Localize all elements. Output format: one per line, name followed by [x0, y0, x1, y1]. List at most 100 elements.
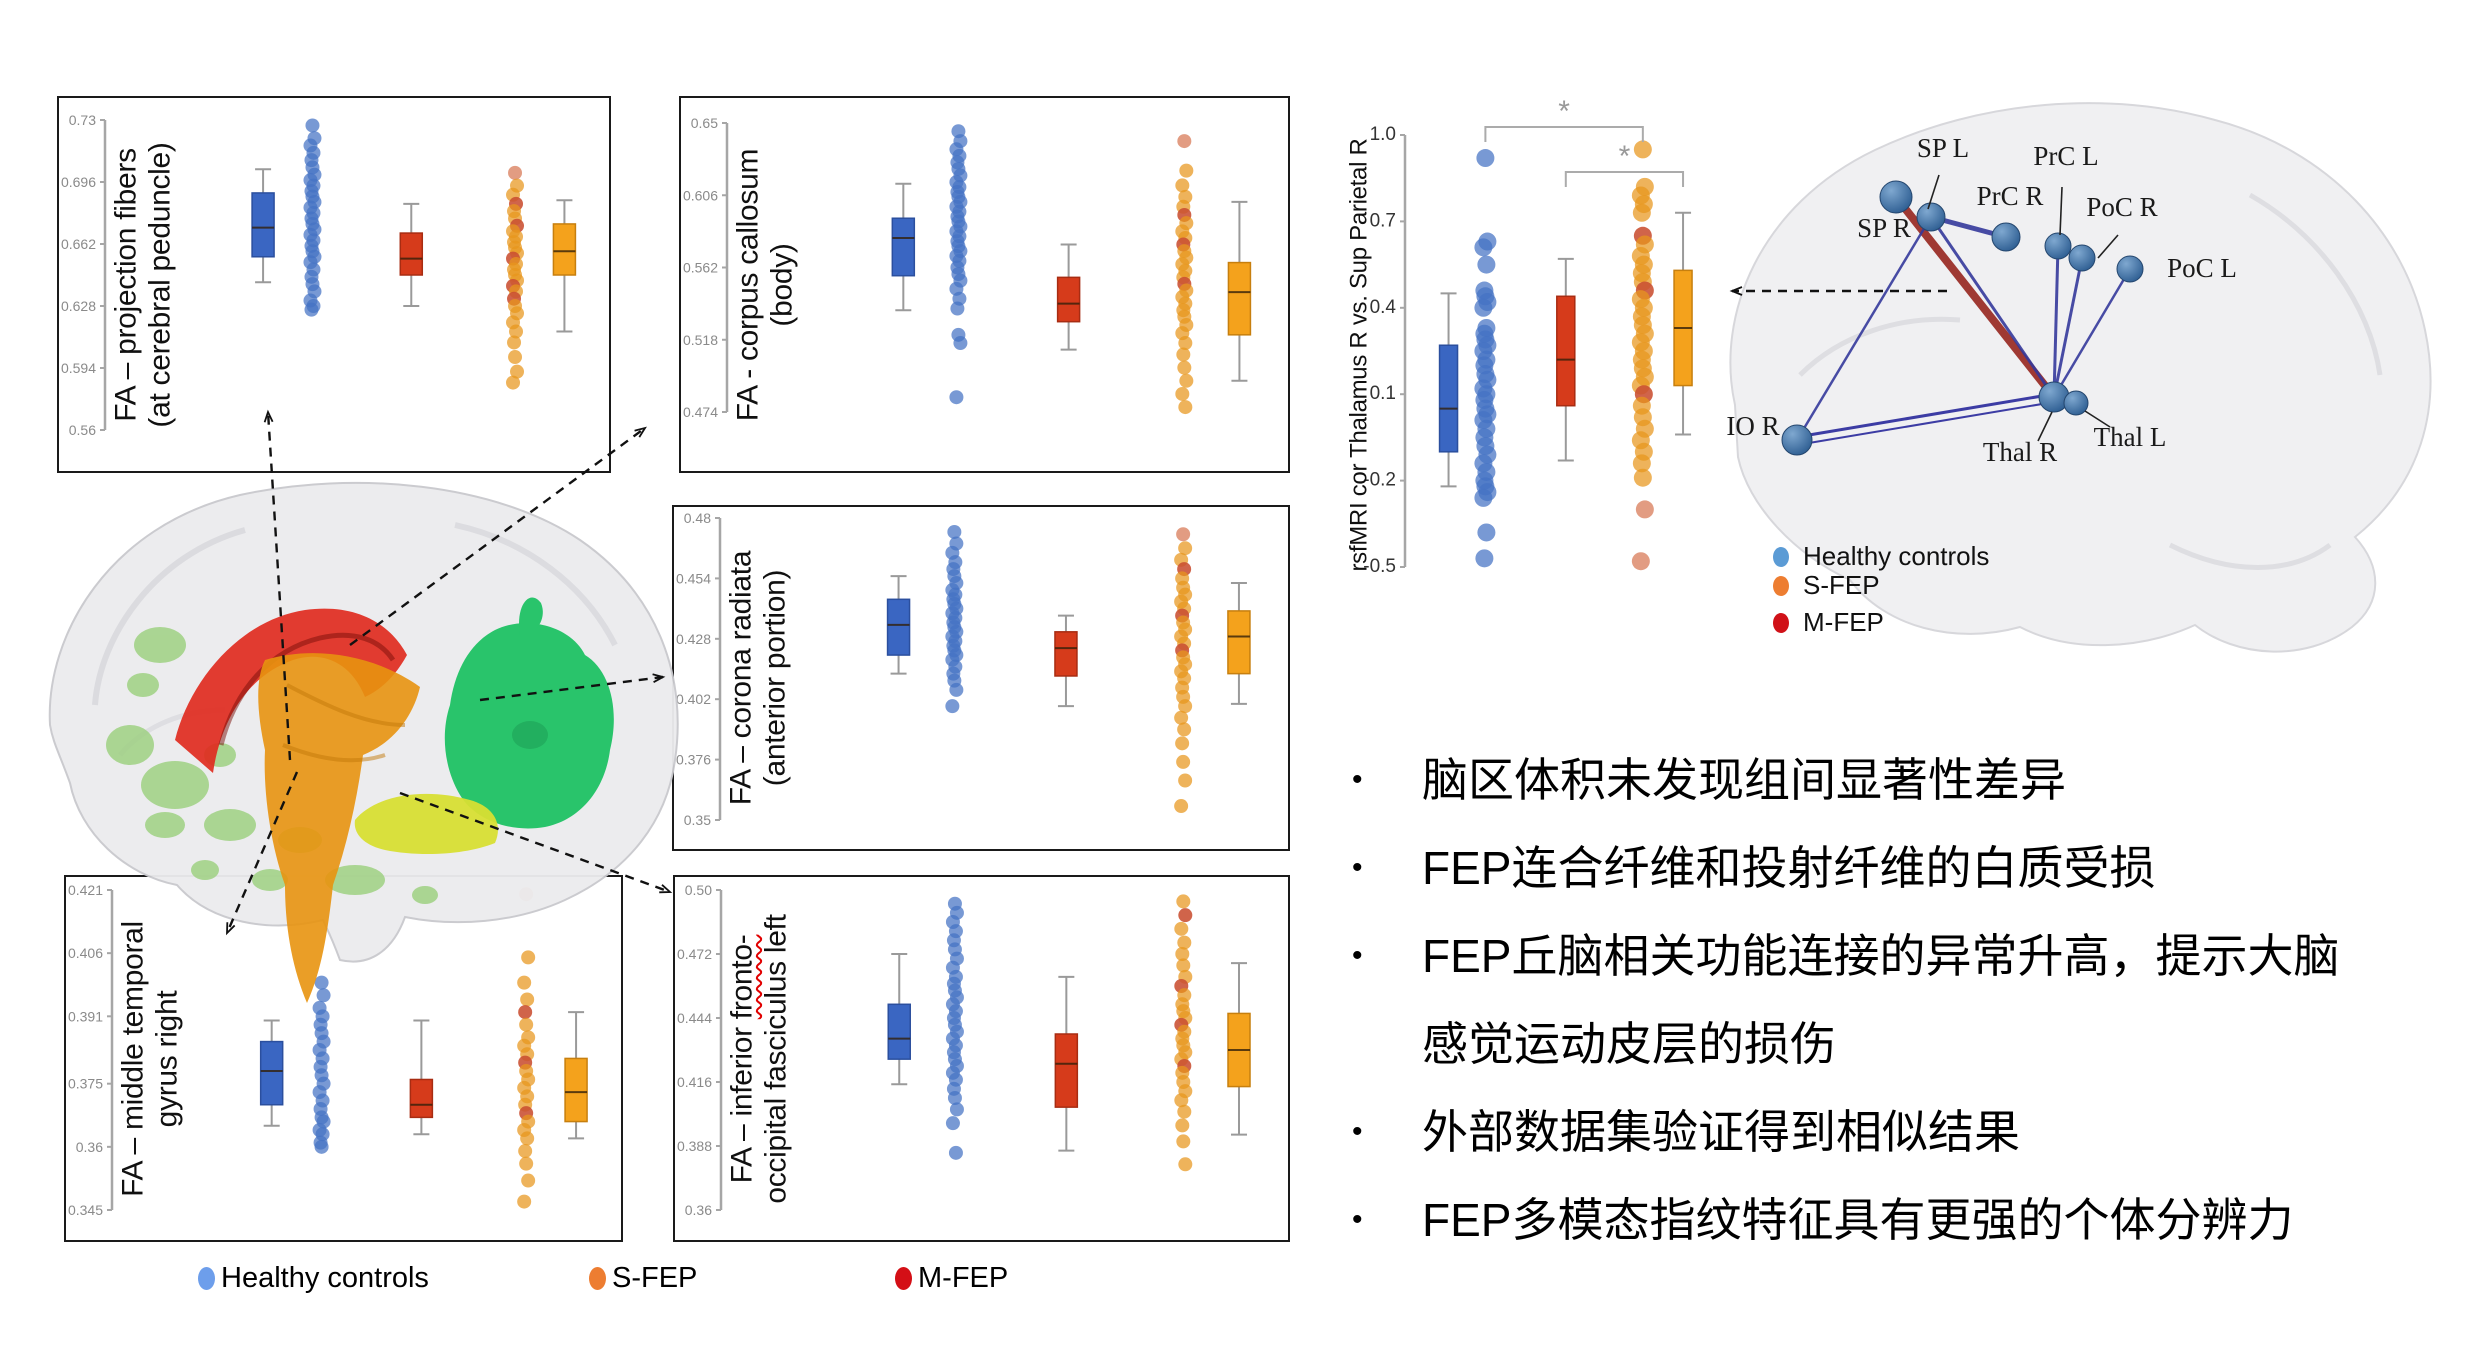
findings-list: •脑区体积未发现组间显著性差异 • FEP连合纤维和投射纤维的白质受损 • FEP丘脑相…: [1338, 736, 2466, 1264]
finding-text: FEP多模态指纹特征具有更强的个体分辨力: [1422, 1194, 2294, 1246]
healthy-controls-box: [251, 168, 275, 284]
bullet-marker: •: [1352, 1203, 1363, 1236]
m-fep-box: [1054, 975, 1079, 1152]
y-tick-label: 0.454: [676, 570, 711, 586]
healthy-controls-box: [1438, 292, 1459, 488]
y-tick-label: 0.472: [677, 946, 712, 962]
spellcheck-underlined-word: fronto-: [725, 934, 759, 1019]
s-fep-points: [517, 887, 536, 1209]
connectivity-nodes: [1781, 180, 2144, 456]
finding-text: FEP连合纤维和投射纤维的白质受损: [1422, 842, 2156, 894]
healthy-controls-box: [259, 1019, 284, 1127]
s-fep-box: [1227, 200, 1252, 382]
legend-bottom: Healthy controls S-FEP M-FEP: [0, 1262, 1290, 1322]
node-label-ThalL: Thal L: [2094, 422, 2167, 452]
y-tick-label: 0.474: [683, 404, 718, 420]
edge-PoCL-ThalR: [2052, 268, 2132, 398]
significance-bracket: *: [1564, 140, 1685, 187]
edge-PoCR-ThalR: [2052, 257, 2084, 398]
y-tick-label: 0.421: [68, 882, 103, 898]
legend-item-m-fep: M-FEP: [895, 1262, 1008, 1295]
significance-star: *: [1558, 95, 1570, 128]
y-tick-label: 0.696: [61, 174, 96, 190]
tract-orange-projection-fibers: [258, 653, 420, 1003]
connectivity-brain-silhouette: [1729, 102, 2432, 653]
finding-text: FEP丘脑相关功能连接的异常升高，提示大脑感觉运动皮层的损伤: [1422, 930, 2340, 1070]
finding-bullet: •脑区体积未发现组间显著性差异: [1338, 736, 2466, 824]
node-PrCR: [1991, 222, 2021, 252]
y-tick-label: 0.4: [1370, 297, 1397, 318]
legend-dot-healthy-controls: [1773, 547, 1789, 567]
legend-dot: [198, 1267, 215, 1290]
plot-frame: [57, 96, 611, 473]
s-fep-points: [1631, 140, 1654, 571]
edge-IOR-ThalR: [1796, 401, 2055, 446]
node-PoCL: [2116, 255, 2144, 283]
y-tick-label: 0.36: [685, 1202, 712, 1218]
plot-title: FA – inferior fronto-occipital fasciculu…: [725, 913, 792, 1204]
node-IOR: [1781, 424, 1813, 456]
y-tick-label: 0.388: [677, 1138, 712, 1154]
m-fep-box: [409, 1019, 434, 1136]
y-tick-label: 0.428: [676, 631, 711, 647]
node-label-PoCR: PoC R: [2086, 192, 2157, 222]
y-tick-label: 0.562: [683, 260, 718, 276]
finding-bullet: • FEP丘脑相关功能连接的异常升高，提示大脑感觉运动皮层的损伤: [1338, 912, 2466, 1088]
y-tick-label: 0.662: [61, 236, 96, 252]
bullet-marker: •: [1352, 939, 1363, 972]
y-tick-label: -0.5: [1363, 556, 1396, 577]
healthy-controls-points: [303, 118, 322, 317]
y-axis-label: rsfMRI cor Thalamus R vs. Sup Parietal R: [1345, 138, 1373, 572]
legend-dot-s-fep: [1773, 576, 1789, 596]
y-tick-label: 0.35: [684, 812, 711, 828]
finding-bullet: • FEP连合纤维和投射纤维的白质受损: [1338, 824, 2466, 912]
legend-item-s-fep: S-FEP: [589, 1262, 697, 1295]
edge-IOR-SPL: [1795, 216, 1933, 441]
legend-item-healthy-controls: Healthy controls: [198, 1262, 429, 1295]
plot-frame: [679, 96, 1290, 473]
y-tick-label: 0.444: [677, 1010, 712, 1026]
m-fep-box: [399, 202, 424, 307]
s-fep-points: [1174, 894, 1193, 1172]
y-tick-label: 1.0: [1370, 124, 1396, 145]
y-tick-label: -0.2: [1363, 470, 1396, 491]
y-tick-label: 0.375: [68, 1076, 103, 1092]
healthy-controls-box: [886, 575, 911, 675]
healthy-controls-box: [891, 182, 916, 312]
s-fep-points: [506, 165, 525, 390]
edge-SPL-ThalR: [1929, 216, 2056, 398]
node-label-ThalR: Thal R: [1983, 437, 2057, 467]
brain-tracts-image: [48, 481, 679, 1003]
y-tick-label: 0.406: [68, 945, 103, 961]
s-fep-box: [1227, 962, 1251, 1136]
edge-IOR-ThalR: [1796, 392, 2055, 439]
finding-bullet: •外部数据集验证得到相似结果: [1338, 1088, 2466, 1176]
node-ThalL: [2063, 390, 2089, 416]
healthy-controls-points: [945, 524, 964, 714]
s-fep-box: [564, 1011, 588, 1140]
s-fep-box: [1227, 582, 1251, 705]
y-tick-label: 0.628: [61, 298, 96, 314]
chart-rsfmri: 1.00.70.40.1-0.2-0.5**: [1363, 95, 1693, 577]
m-fep-box: [1054, 614, 1078, 708]
y-tick-label: 0.606: [683, 187, 718, 203]
legend-label: M-FEP: [918, 1262, 1009, 1294]
node-PrCL: [2044, 232, 2072, 260]
m-fep-box: [1556, 257, 1576, 462]
bullet-marker: •: [1352, 851, 1363, 884]
y-tick-label: 0.345: [68, 1202, 103, 1218]
node-label-SPR: SP R: [1857, 213, 1911, 243]
legend-label: S-FEP: [1803, 570, 1880, 600]
legend-dot: [895, 1267, 912, 1290]
